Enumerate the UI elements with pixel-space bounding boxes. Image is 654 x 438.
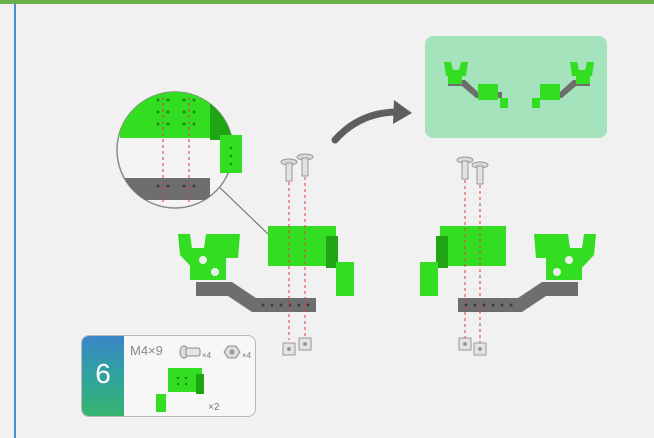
arrow-icon (331, 100, 412, 144)
nut-icon (473, 342, 487, 356)
step-number-panel: 6 (82, 336, 124, 416)
screw-icon (471, 161, 489, 185)
bracket-part-icon (156, 368, 204, 412)
nut-icon (223, 345, 241, 359)
result-preview-panel (425, 36, 607, 138)
screw-icon (280, 158, 298, 182)
nut-quantity: ×4 (242, 351, 252, 360)
screw-spec-label: M4×9 (130, 343, 163, 358)
left-assembly (178, 153, 354, 356)
result-left-assembly (444, 62, 508, 108)
step-number: 6 (95, 358, 111, 389)
nut-icon (282, 342, 296, 356)
parts-icons (156, 345, 241, 412)
nut-icon (298, 337, 312, 351)
step-parts-box: 6 M4×9 ×4 ×4 ×2 (81, 335, 256, 417)
top-accent-bar (0, 0, 654, 4)
part-quantity: ×2 (208, 402, 220, 413)
screw-icon (296, 153, 314, 177)
zoom-leader-line (211, 179, 269, 235)
screw-icon (456, 156, 474, 180)
screw-quantity: ×4 (202, 351, 212, 360)
result-right-assembly (532, 62, 594, 108)
nut-icon (458, 337, 472, 351)
right-assembly (420, 156, 596, 356)
screw-icon (179, 345, 201, 359)
zoom-detail (116, 91, 242, 209)
left-accent-line (14, 4, 16, 438)
